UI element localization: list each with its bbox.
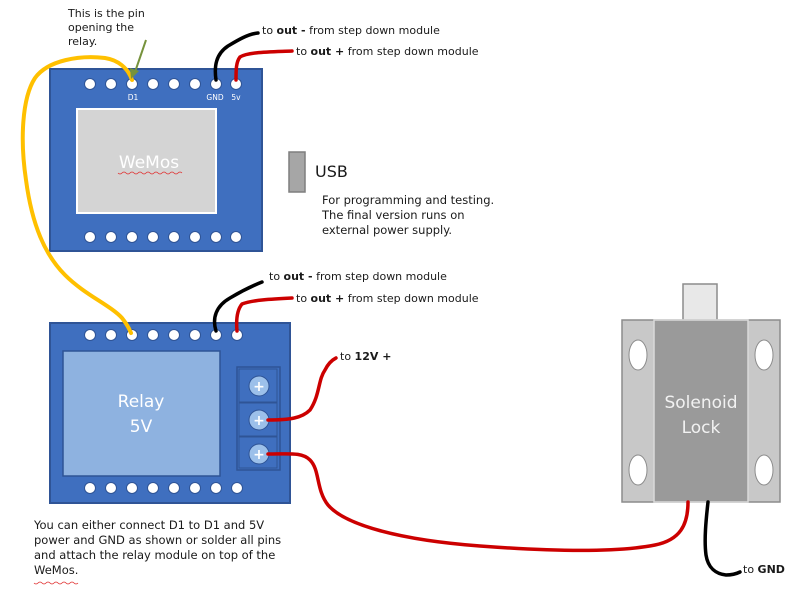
wemos-black-wire-label: to out - from step down module — [262, 24, 440, 38]
wemos-pin — [230, 231, 242, 243]
relay-pin — [147, 482, 159, 494]
relay-black-wire-label: to out - from step down module — [269, 270, 447, 284]
relay-top-pins — [84, 329, 243, 341]
relay-pin — [231, 482, 243, 494]
wemos-pin — [147, 231, 159, 243]
wemos-pin — [84, 231, 96, 243]
label-suffix: from step down module — [344, 45, 479, 58]
wemos-board: WeMos D1 GND 5v — [49, 68, 306, 252]
solenoid-lock: Solenoid Lock — [621, 283, 781, 503]
relay-title-line2: 5V — [130, 417, 153, 437]
relay-pin — [126, 482, 138, 494]
bottom-note: You can either connect D1 to D1 and 5V p… — [34, 518, 282, 577]
solenoid-mount-hole — [754, 454, 774, 486]
arrow-head — [130, 68, 139, 79]
wemos-pin — [210, 231, 222, 243]
relay-board: + + + Relay 5V — [49, 322, 291, 504]
label-prefix: to — [269, 270, 284, 283]
wemos-pin — [189, 78, 201, 90]
wemos-bottom-pins — [84, 231, 242, 243]
relay-pin — [168, 482, 180, 494]
relay-bottom-pins — [84, 482, 243, 494]
wire-black-wemos — [213, 31, 260, 82]
arrow-shaft — [134, 39, 147, 73]
pin-note: This is the pin opening the relay. — [68, 7, 145, 48]
solenoid-mount-hole — [754, 339, 774, 371]
relay-pin — [147, 329, 159, 341]
solenoid-body — [653, 319, 749, 503]
relay-pin — [84, 329, 96, 341]
label-bold: out + — [310, 45, 345, 58]
wire-red-12v — [266, 356, 338, 422]
label-prefix: to — [296, 292, 311, 305]
terminal-plus-2: + — [253, 413, 265, 429]
terminal-plus-3: + — [253, 447, 265, 463]
wemos-title-underline — [117, 171, 183, 175]
wire-red-solenoid — [266, 452, 690, 553]
relay-pin — [105, 329, 117, 341]
relay-pin — [105, 482, 117, 494]
label-prefix: to — [262, 24, 277, 37]
wire-red-relay — [234, 296, 294, 333]
relay-pin — [168, 329, 180, 341]
label-bold: out + — [310, 292, 345, 305]
label-bold: out - — [283, 270, 313, 283]
terminal-plus-1: + — [253, 379, 265, 395]
relay-12v-wire-label: to 12V + — [340, 350, 391, 364]
wemos-top-pins — [84, 78, 242, 90]
wemos-pin — [126, 231, 138, 243]
relay-pin — [189, 329, 201, 341]
usb-note: For programming and testing. The final v… — [322, 193, 495, 237]
wemos-pin — [168, 231, 180, 243]
usb-title: USB — [315, 162, 348, 181]
label-suffix: from step down module — [312, 270, 447, 283]
pin-label-gnd: GND — [206, 93, 223, 102]
wires — [20, 31, 742, 577]
wemos-pin — [147, 78, 159, 90]
relay-component — [62, 350, 221, 477]
pin-label-d1: D1 — [128, 93, 139, 102]
wemos-title: WeMos — [119, 153, 179, 173]
wire-black-relay — [212, 280, 264, 333]
wemos-pin — [84, 78, 96, 90]
relay-red-wire-label: to out + from step down module — [296, 292, 479, 306]
solenoid-plunger — [682, 283, 718, 323]
wemos-usb-connector — [288, 151, 306, 193]
wire-yellow-d1 — [20, 55, 134, 335]
solenoid-title-line2: Lock — [682, 418, 721, 438]
label-bold: GND — [757, 563, 785, 576]
relay-pin — [210, 482, 222, 494]
wemos-shield — [76, 108, 217, 214]
wemos-pin — [189, 231, 201, 243]
wemos-pin — [168, 78, 180, 90]
wemos-red-wire-label: to out + from step down module — [296, 45, 479, 59]
label-prefix: to — [340, 350, 355, 363]
relay-title-line1: Relay — [118, 392, 165, 412]
relay-terminal-screw — [248, 375, 270, 397]
label-suffix: from step down module — [344, 292, 479, 305]
spellcheck-underline-wemos-note — [33, 581, 79, 585]
wire-red-wemos — [234, 49, 294, 82]
relay-pin — [84, 482, 96, 494]
label-bold: out - — [276, 24, 306, 37]
solenoid-gnd-wire-label: to GND — [743, 563, 785, 577]
pin-label-5v: 5v — [231, 93, 241, 102]
relay-pin — [189, 482, 201, 494]
label-prefix: to — [296, 45, 311, 58]
wemos-pin — [105, 231, 117, 243]
wire-black-gnd — [703, 500, 742, 577]
d1-pointer-arrow — [130, 39, 147, 79]
wemos-pin — [105, 78, 117, 90]
solenoid-mount-hole — [628, 339, 648, 371]
label-prefix: to — [743, 563, 758, 576]
solenoid-title-line1: Solenoid — [664, 393, 737, 413]
label-bold: 12V + — [354, 350, 392, 363]
solenoid-mount-hole — [628, 454, 648, 486]
label-suffix: from step down module — [305, 24, 440, 37]
